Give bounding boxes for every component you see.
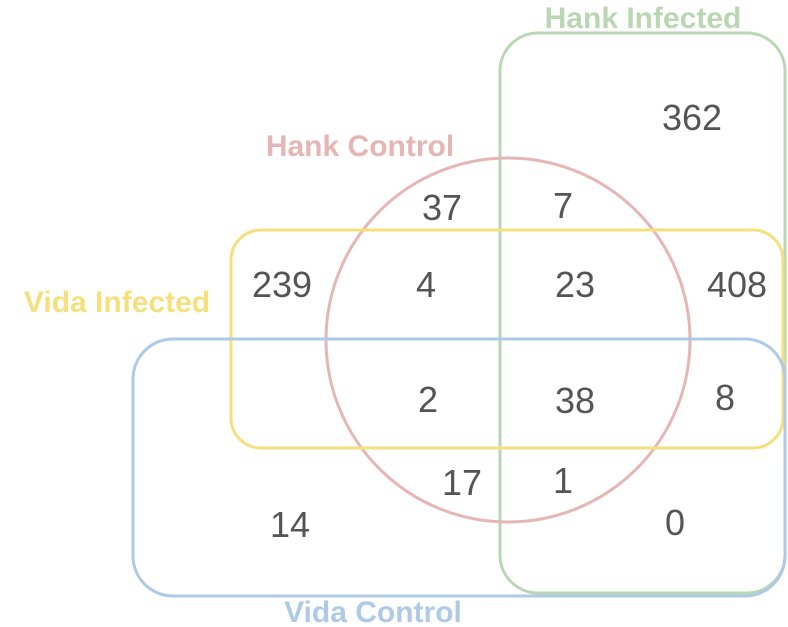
region-count: 23 xyxy=(555,264,595,305)
region-count: 408 xyxy=(707,264,767,305)
vida-infected-label: Vida Infected xyxy=(24,286,210,319)
region-count: 2 xyxy=(418,379,438,420)
region-count: 7 xyxy=(553,185,573,226)
region-count: 37 xyxy=(422,187,462,228)
region-count: 17 xyxy=(442,462,482,503)
region-count: 362 xyxy=(662,97,722,138)
region-count: 239 xyxy=(252,264,312,305)
hank-infected-label: Hank Infected xyxy=(545,2,742,35)
region-count: 0 xyxy=(665,502,685,543)
hank-control-label: Hank Control xyxy=(266,130,454,163)
vida-control-label: Vida Control xyxy=(284,596,462,627)
vida-control-set-shape xyxy=(131,337,787,598)
region-count: 38 xyxy=(555,380,595,421)
region-count: 14 xyxy=(270,504,310,545)
region-count: 4 xyxy=(416,264,436,305)
hank-infected-set-shape xyxy=(498,31,787,595)
region-count: 8 xyxy=(715,377,735,418)
region-count: 1 xyxy=(553,460,573,501)
